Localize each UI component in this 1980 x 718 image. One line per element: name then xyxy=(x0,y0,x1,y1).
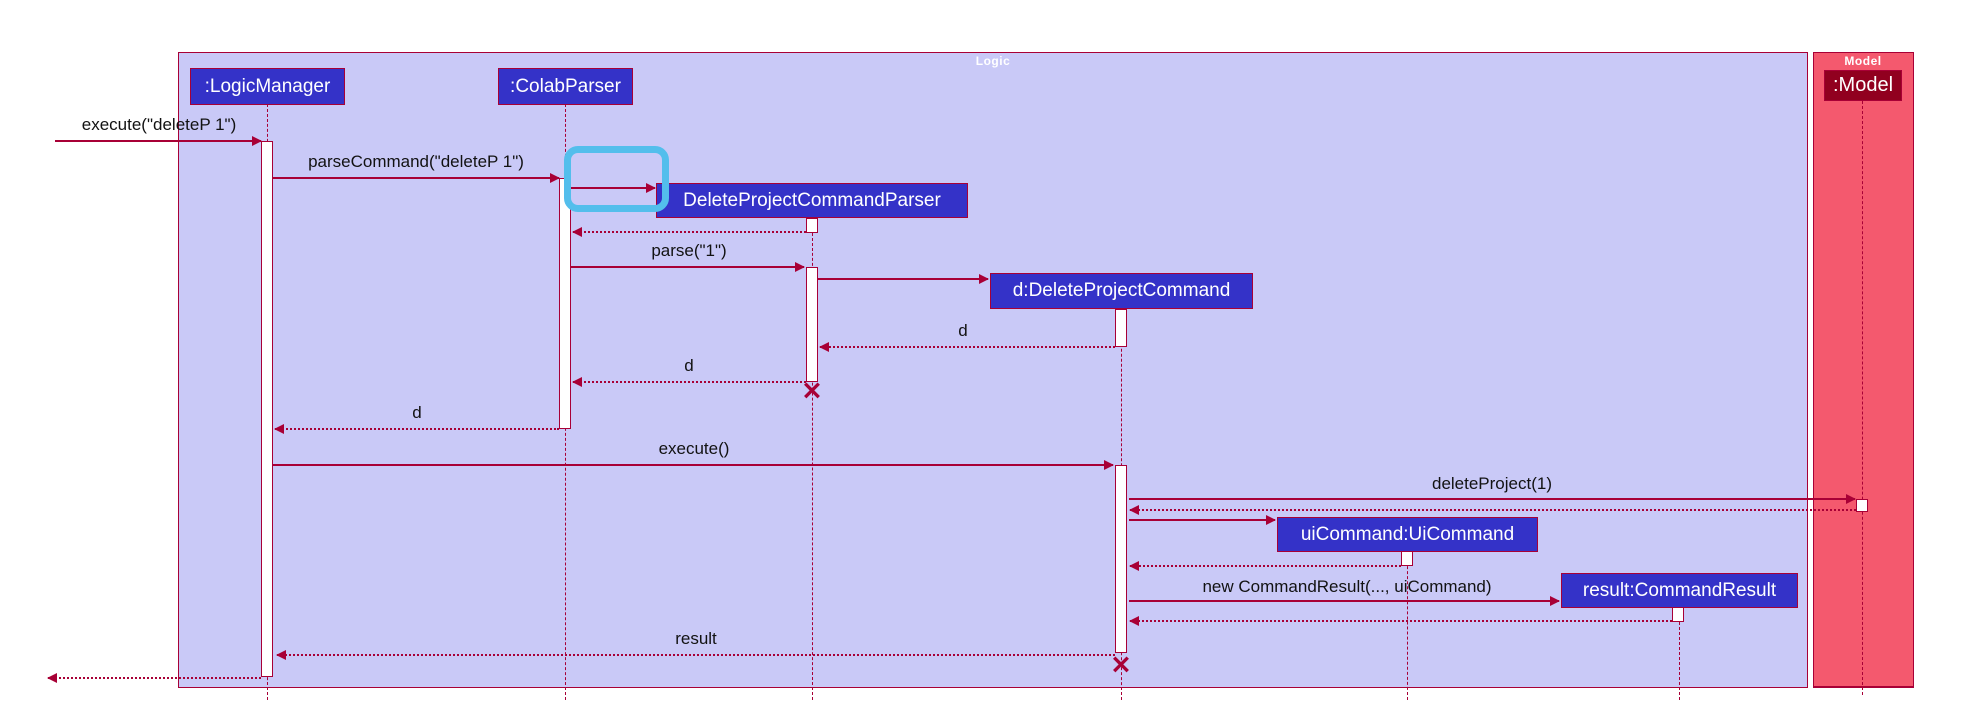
participant-colab-parser: :ColabParser xyxy=(498,68,633,105)
arrowhead-icon xyxy=(47,673,57,683)
return-arrow-result-to-logic-manager xyxy=(276,650,1115,660)
return-arrow-parser-created xyxy=(572,227,806,237)
lifeline-ui-command xyxy=(1407,551,1408,700)
return-arrow-d-to-parser xyxy=(819,342,1115,352)
return-arrow-final xyxy=(47,673,261,683)
message-label: execute("deleteP 1") xyxy=(81,115,237,134)
participant-delete-project-command: d:DeleteProjectCommand xyxy=(990,273,1253,309)
message-arrow-new-command-result xyxy=(1129,596,1560,606)
message-label: execute() xyxy=(658,439,730,458)
return-arrow-d-to-colab-parser xyxy=(572,377,806,387)
participant-model: :Model xyxy=(1824,70,1902,101)
participant-logic-manager: :LogicManager xyxy=(190,68,345,105)
arrowhead-icon xyxy=(1129,505,1139,515)
activation-colab-parser xyxy=(559,178,571,429)
message-label: parseCommand("deleteP 1") xyxy=(308,152,524,171)
message-arrow-execute xyxy=(273,460,1114,470)
message-label: d xyxy=(958,321,968,340)
message-arrow-delete-project xyxy=(1129,494,1856,504)
activation-parser-create xyxy=(806,218,818,233)
message-arrow-create-ui-command xyxy=(1129,515,1276,525)
model-frame xyxy=(1813,52,1914,688)
return-arrow-model xyxy=(1129,505,1856,515)
return-arrow-ui-command xyxy=(1129,561,1401,571)
arrowhead-icon xyxy=(979,274,989,284)
activation-command-create xyxy=(1115,309,1127,347)
return-arrow-d-to-logic-manager xyxy=(274,424,559,434)
arrowhead-icon xyxy=(1266,515,1276,525)
arrowhead-icon xyxy=(274,424,284,434)
arrowhead-icon xyxy=(1550,596,1560,606)
activation-command-result xyxy=(1672,607,1684,622)
arrowhead-icon xyxy=(276,650,286,660)
activation-command-execute xyxy=(1115,465,1127,653)
activation-model xyxy=(1856,499,1868,512)
message-label: d xyxy=(412,403,422,422)
arrowhead-icon xyxy=(1129,561,1139,571)
arrowhead-icon xyxy=(1129,616,1139,626)
message-arrow-create-parser xyxy=(571,183,656,193)
arrowhead-icon xyxy=(572,227,582,237)
message-arrow-parse xyxy=(571,262,805,272)
arrowhead-icon xyxy=(572,377,582,387)
arrowhead-icon xyxy=(1846,494,1856,504)
activation-ui-command xyxy=(1401,551,1413,566)
arrowhead-icon xyxy=(550,173,560,183)
participant-ui-command: uiCommand:UiCommand xyxy=(1277,517,1538,552)
destroy-x-icon: ✕ xyxy=(1110,651,1132,680)
message-arrow-create-command xyxy=(818,274,989,284)
lifeline-delete-project-command-parser xyxy=(812,218,813,700)
lifeline-command-result xyxy=(1679,607,1680,700)
arrowhead-icon xyxy=(1104,460,1114,470)
activation-parser-parse xyxy=(806,267,818,382)
participant-command-result: result:CommandResult xyxy=(1561,573,1798,608)
logic-frame-title: Logic xyxy=(975,54,1011,68)
model-frame-title: Model xyxy=(1844,54,1882,68)
return-arrow-command-result xyxy=(1129,616,1672,626)
message-label: result xyxy=(675,629,717,648)
destroy-x-icon: ✕ xyxy=(801,377,823,406)
arrowhead-icon xyxy=(795,262,805,272)
message-label: deleteProject(1) xyxy=(1431,474,1553,493)
activation-logic-manager xyxy=(261,141,273,677)
message-arrow-parse-command xyxy=(273,173,560,183)
message-label: parse("1") xyxy=(651,241,727,260)
message-label: d xyxy=(684,356,694,375)
message-label: new CommandResult(..., uiCommand) xyxy=(1202,577,1492,596)
logic-frame xyxy=(178,52,1808,688)
highlight-box xyxy=(564,146,669,212)
arrowhead-icon xyxy=(252,136,262,146)
arrowhead-icon xyxy=(646,183,656,193)
participant-delete-project-command-parser: DeleteProjectCommandParser xyxy=(656,183,968,218)
message-arrow-execute-cmd xyxy=(55,136,262,146)
arrowhead-icon xyxy=(819,342,829,352)
lifeline-model xyxy=(1862,101,1863,695)
